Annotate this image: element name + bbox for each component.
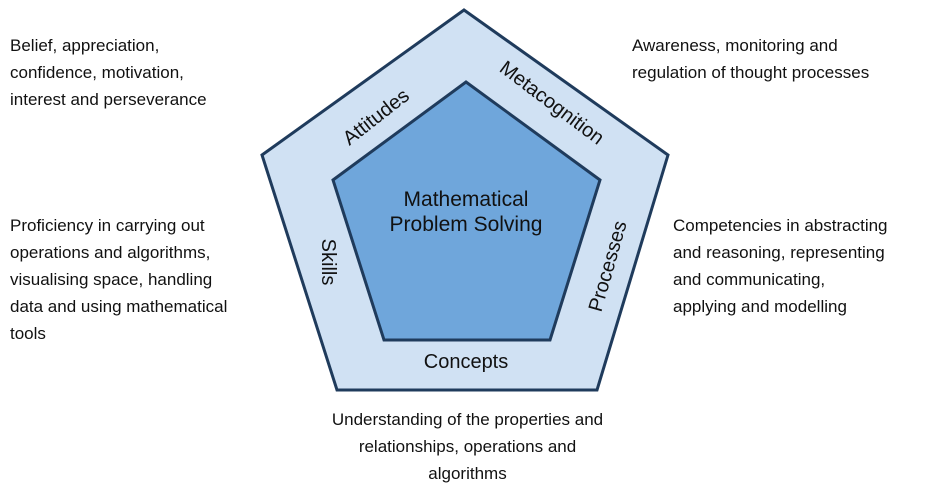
desc-line: applying and modelling xyxy=(673,297,847,316)
center-title-line2: Problem Solving xyxy=(390,213,543,236)
label-skills: Skills xyxy=(317,239,339,286)
desc-line: algorithms xyxy=(428,464,507,483)
desc-line: and reasoning, representing xyxy=(673,243,885,262)
desc-line: Awareness, monitoring and xyxy=(632,36,838,55)
metacognition-description: Awareness, monitoring and regulation of … xyxy=(632,32,869,86)
desc-line: Understanding of the properties and xyxy=(331,410,604,429)
inner-pentagon xyxy=(331,80,602,342)
desc-line: relationships, operations and xyxy=(358,437,577,456)
desc-line: Proficiency in carrying out xyxy=(10,216,205,235)
center-title-line1: Mathematical xyxy=(404,188,529,211)
desc-line: Belief, appreciation, xyxy=(10,36,160,55)
desc-line: visualising space, handling xyxy=(10,270,213,289)
desc-line: and communicating, xyxy=(673,270,826,289)
desc-line: Competencies in abstracting xyxy=(673,216,888,235)
desc-line: confidence, motivation, xyxy=(10,63,184,82)
attitudes-description: Belief, appreciation, confidence, motiva… xyxy=(10,32,207,113)
desc-line: operations and algorithms, xyxy=(10,243,211,262)
skills-description: Proficiency in carrying out operations a… xyxy=(10,212,227,347)
concepts-description: Understanding of the properties and rela… xyxy=(300,406,635,487)
desc-line: interest and perseverance xyxy=(10,90,207,109)
desc-line: tools xyxy=(10,324,46,343)
processes-description: Competencies in abstracting and reasonin… xyxy=(673,212,888,320)
desc-line: regulation of thought processes xyxy=(632,63,870,82)
label-concepts: Concepts xyxy=(424,351,509,373)
desc-line: data and using mathematical xyxy=(10,297,228,316)
